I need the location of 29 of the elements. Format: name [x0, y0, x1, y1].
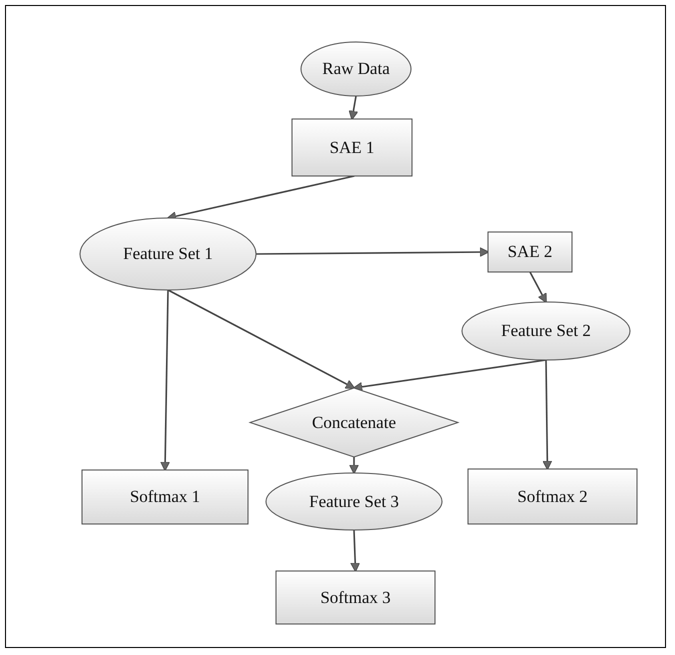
node-label: Feature Set 2 [501, 321, 591, 341]
node-label: SAE 1 [330, 138, 374, 158]
process-box [488, 232, 572, 272]
ellipse-node [266, 473, 442, 530]
arrow [529, 272, 547, 304]
node-label: Softmax 2 [517, 486, 588, 506]
node-label: Feature Set 1 [123, 244, 213, 264]
node-label: Softmax 3 [320, 588, 391, 608]
arrow [350, 530, 360, 572]
node-label: Feature Set 3 [309, 492, 399, 512]
node-label: Raw Data [322, 59, 390, 79]
ellipse-node [301, 42, 411, 96]
node-label: SAE 2 [508, 242, 552, 262]
arrow [168, 289, 356, 389]
process-box [468, 469, 637, 524]
process-box [292, 119, 412, 176]
arrow [542, 360, 552, 470]
arrow [349, 457, 359, 474]
arrow [348, 96, 358, 120]
arrow [160, 290, 170, 472]
ellipse-node [80, 218, 256, 290]
ellipse-node [462, 302, 630, 360]
node-label: Softmax 1 [130, 487, 200, 507]
process-box [82, 470, 248, 524]
node-label: Concatenate [312, 412, 396, 432]
arrow [352, 359, 546, 392]
arrow [256, 247, 490, 257]
decision-diamond [250, 388, 458, 457]
process-box [276, 571, 435, 624]
